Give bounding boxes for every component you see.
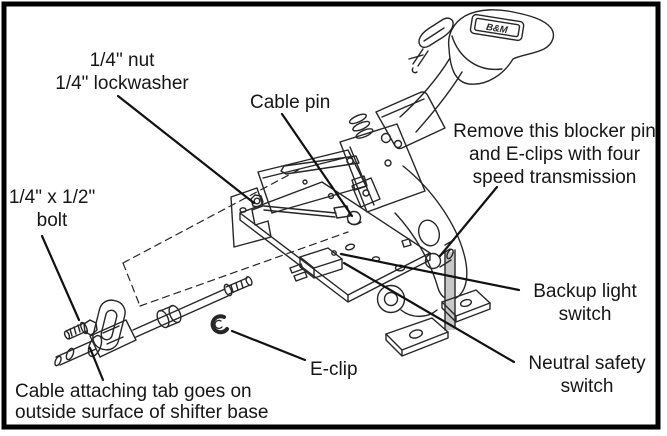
leader-lines <box>40 94 521 382</box>
leader-blocker-pin <box>438 185 499 258</box>
shifter-stick-drawing <box>348 57 463 150</box>
shift-cable-drawing <box>54 276 253 367</box>
cable-bracket-part <box>230 187 272 248</box>
label-blocker-pin: Remove this blocker pin and E-clips with… <box>453 121 656 188</box>
label-cable-pin: Cable pin <box>250 92 331 113</box>
cable-attaching-tab-part <box>92 299 126 351</box>
bm-logo-plate: B&M <box>469 13 525 42</box>
bolt-part <box>63 319 98 340</box>
figure-border <box>1 1 661 430</box>
label-cable-tab: Cable attaching tab goes on outside surf… <box>15 381 269 423</box>
blocker-pin-part <box>424 239 455 270</box>
leader-cable-pin <box>280 112 354 218</box>
shifter-handle-drawing: B&M <box>408 9 555 85</box>
shifter-housing-drawing <box>339 123 426 213</box>
thumb-button-lever <box>408 17 454 74</box>
cable-pin-part <box>346 210 362 226</box>
leader-bolt <box>40 234 81 322</box>
shifter-base-drawing <box>230 149 431 303</box>
switch-block-part <box>289 243 356 282</box>
label-nut-lockwasher: 1/4" nut 1/4" lockwasher <box>55 50 189 94</box>
e-clip-part <box>210 314 229 335</box>
label-bolt: 1/4" x 1/2" bolt <box>8 187 96 231</box>
label-backup-switch: Backup light switch <box>533 281 637 325</box>
leader-backup-switch <box>339 252 521 292</box>
leader-cable-tab <box>88 346 105 382</box>
label-e-clip: E-clip <box>310 359 358 380</box>
bm-logo-text: B&M <box>485 22 509 36</box>
base-stand-drawing <box>385 239 491 357</box>
leader-neutral-switch <box>342 261 516 364</box>
label-neutral-switch: Neutral safety switch <box>528 353 646 397</box>
leader-e-clip <box>230 329 307 362</box>
leader-nut-lockwasher <box>116 94 256 205</box>
alignment-dashed-lines <box>122 167 349 307</box>
